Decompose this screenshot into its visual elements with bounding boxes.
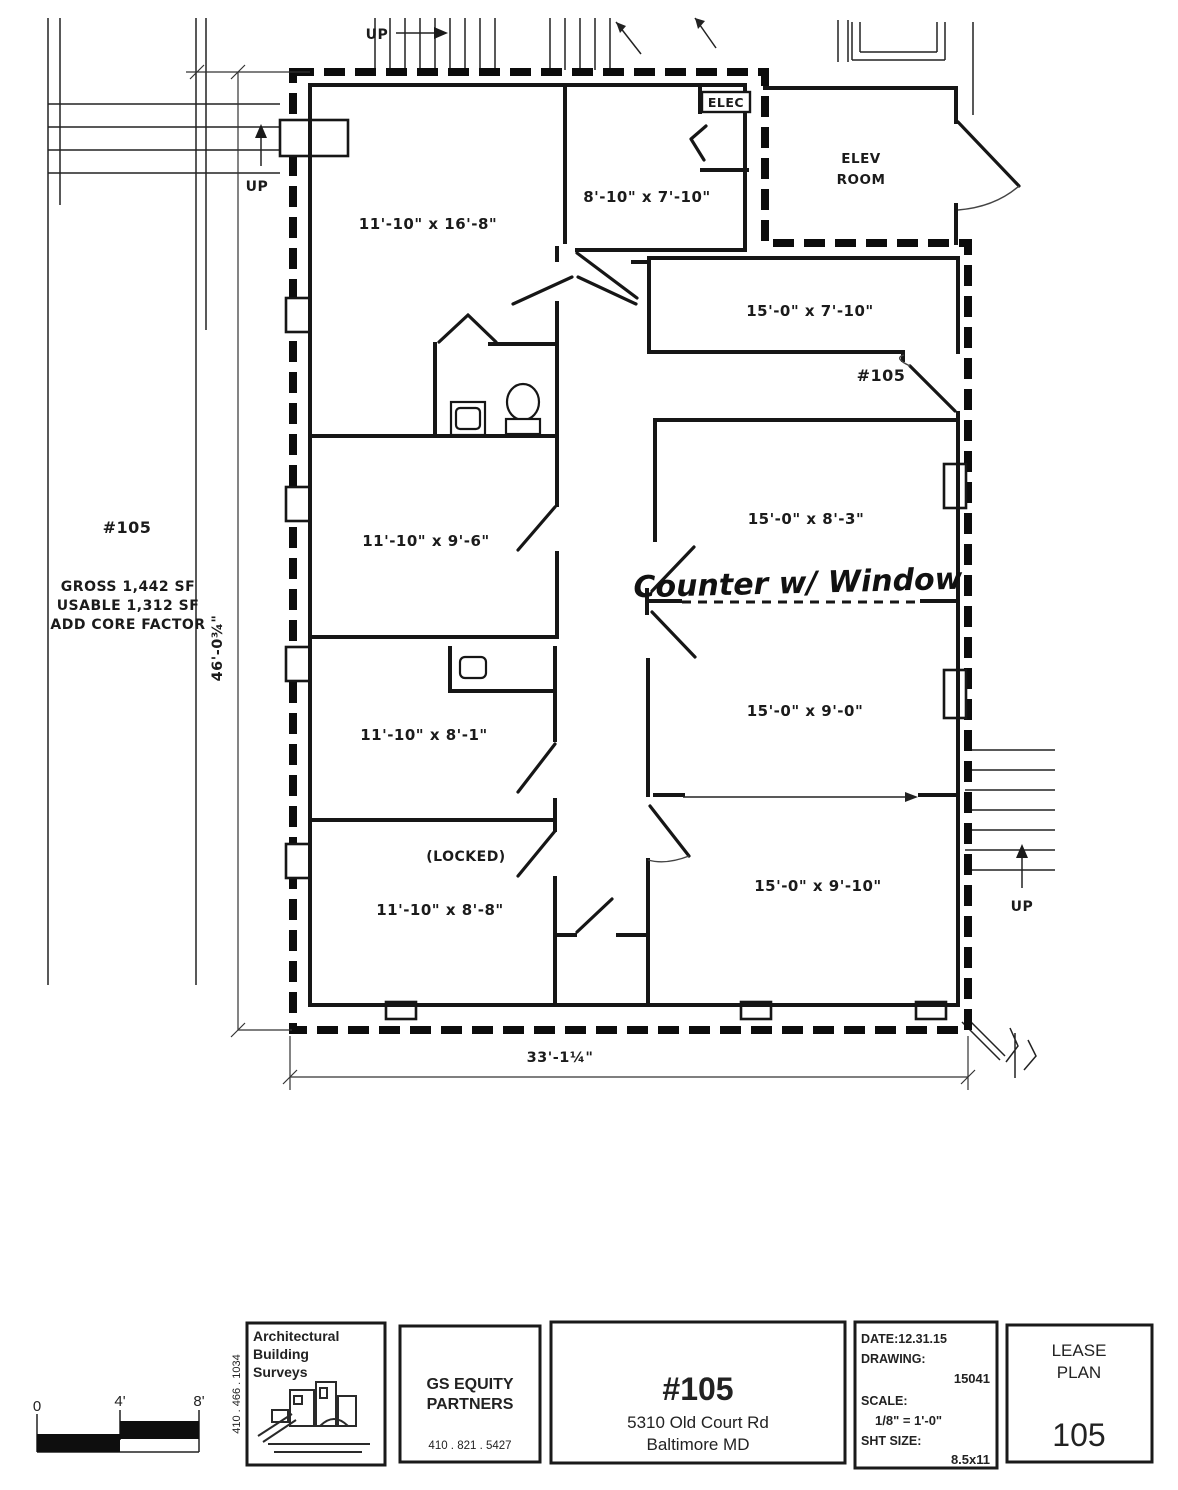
room5-dims: 15'-0" x 9'-0"	[747, 702, 864, 720]
meta-sheet-size: 8.5x11	[951, 1452, 990, 1467]
elec-label-box	[700, 90, 752, 114]
up-label-top: UP	[366, 27, 389, 43]
dimension-lines	[186, 64, 976, 1090]
title-block: Architectural Building Surveys 410 . 466…	[231, 1320, 1154, 1470]
scale-zero-label: 0	[33, 1398, 41, 1415]
scale-four-label: 4'	[114, 1393, 125, 1410]
locked-note: (LOCKED)	[426, 849, 505, 865]
project-box	[549, 1320, 847, 1465]
counter-note: Counter w/ Window	[633, 562, 963, 606]
window-notches	[278, 118, 968, 1021]
scale-eight-label: 8'	[193, 1393, 204, 1410]
sheet-title-2: PLAN	[1057, 1363, 1101, 1382]
room9-dims: 11'-10" x 8'-8"	[376, 901, 504, 919]
fixtures	[449, 382, 542, 680]
elec-label: ELEC	[708, 95, 744, 110]
usable-area-label: USABLE 1,312 SF	[57, 598, 200, 614]
project-city: Baltimore MD	[647, 1435, 750, 1454]
up-label-left: UP	[246, 179, 269, 195]
suite-number-label: #105	[103, 518, 152, 537]
sheet-number: 105	[1052, 1417, 1105, 1453]
project-street: 5310 Old Court Rd	[627, 1413, 769, 1432]
room3-dims: 15'-0" x 7'-10"	[746, 302, 874, 320]
gross-area-label: GROSS 1,442 SF	[61, 579, 195, 595]
surveyor-name-3: Surveys	[253, 1364, 308, 1380]
elev-room-label-2: ROOM	[837, 172, 886, 188]
vertical-dimension-label: 46'-0¾"	[210, 615, 226, 682]
door-leaves	[437, 120, 1021, 934]
meta-scale-label: SCALE:	[861, 1394, 908, 1408]
sheet-title-1: LEASE	[1052, 1341, 1107, 1360]
room1-dims: 11'-10" x 16'-8"	[359, 215, 497, 233]
room2-dims: 8'-10" x 7'-10"	[583, 188, 711, 206]
surveyor-name-1: Architectural	[253, 1328, 339, 1344]
room6-dims: 15'-0" x 9'-10"	[754, 877, 882, 895]
graphic-scale-bar: 0 4' 8'	[33, 1393, 205, 1453]
interior-walls	[308, 83, 960, 1007]
surveyor-phone-vertical: 410 . 466 . 1034	[231, 1354, 243, 1434]
meta-box	[853, 1320, 999, 1470]
meta-drawing-label: DRAWING:	[861, 1352, 926, 1366]
project-unit: #105	[662, 1371, 733, 1407]
meta-scale-value: 1/8" = 1'-0"	[875, 1413, 942, 1428]
core-factor-label: ADD CORE FACTOR	[50, 617, 205, 633]
surveyor-name-2: Building	[253, 1346, 309, 1362]
entry-door-label: #105	[857, 366, 906, 385]
sheet-title-box	[1005, 1323, 1154, 1464]
client-box	[398, 1324, 542, 1464]
room4-dims: 15'-0" x 8'-3"	[748, 510, 865, 528]
lease-boundary-line	[289, 68, 972, 1034]
toilet-tank-icon	[504, 417, 542, 436]
horizontal-dimension-label: 33'-1¼"	[527, 1050, 594, 1066]
meta-sheet-label: SHT SIZE:	[861, 1434, 921, 1448]
client-phone: 410 . 821 . 5427	[428, 1440, 511, 1452]
room5-wall-line	[683, 792, 918, 802]
elev-room-label-1: ELEV	[841, 151, 881, 167]
client-name-2: PARTNERS	[427, 1396, 514, 1413]
up-label-right: UP	[1011, 899, 1034, 915]
client-name-1: GS EQUITY	[426, 1376, 513, 1393]
meta-drawing-no: 15041	[954, 1371, 990, 1386]
meta-date: DATE:12.31.15	[861, 1332, 947, 1346]
counter-sink-icon	[458, 655, 488, 680]
up-arrows	[255, 27, 1028, 888]
surveyor-logo-sketch	[257, 1381, 370, 1453]
room8-dims: 11'-10" x 8'-1"	[360, 726, 488, 744]
toilet-icon	[505, 382, 541, 422]
building-context-lines	[47, 17, 1055, 1078]
room7-dims: 11'-10" x 9'-6"	[362, 532, 490, 550]
